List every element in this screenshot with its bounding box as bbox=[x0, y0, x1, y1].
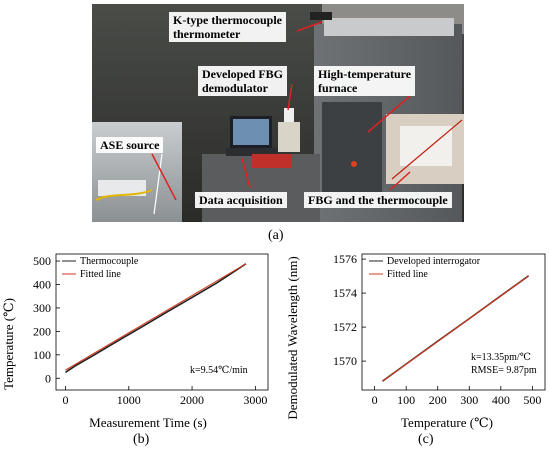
chart-c-xtick-label: 400 bbox=[492, 393, 510, 407]
label-thermometer-line2: thermometer bbox=[173, 27, 241, 41]
inset-crucible bbox=[400, 126, 452, 166]
chart-b-ytick-label: 100 bbox=[33, 348, 51, 362]
furnace-indicator bbox=[351, 161, 357, 167]
label-fbg-line1: FBG and the thermocouple bbox=[308, 193, 448, 207]
pointer-daq bbox=[241, 157, 251, 189]
chart-c-frame bbox=[361, 253, 546, 391]
thermometer-device bbox=[310, 12, 332, 20]
chart-b-ytick-label: 300 bbox=[33, 301, 51, 315]
chart-c-legend-interrogator: Developed interrogator bbox=[387, 256, 481, 267]
chart-c-annotation-rmse: RMSE= 9.87pm bbox=[471, 365, 537, 376]
label-daq-line1: Data acquisition bbox=[199, 193, 283, 207]
white-fiber bbox=[153, 153, 163, 215]
chart-b-temperature-vs-time: 0 1000 2000 3000 0 100 200 300 400 500 Thermocoup… bbox=[1, 253, 269, 430]
chart-c-xtick-label: 200 bbox=[429, 393, 447, 407]
laptop-display bbox=[233, 119, 269, 145]
chart-b-xtick-label: 0 bbox=[62, 393, 68, 407]
chart-c-xtick-label: 500 bbox=[523, 393, 541, 407]
label-fbg-thermocouple: FBG and the thermocouple bbox=[304, 192, 452, 208]
label-thermometer: K-type thermocouple thermometer bbox=[169, 12, 286, 42]
chart-b-legend-thermocouple: Thermocouple bbox=[80, 256, 139, 267]
chart-b-series-measured-line bbox=[65, 263, 247, 374]
label-demodulator: Developed FBG demodulator bbox=[198, 66, 287, 96]
chart-c-annotation-k: k=13.35pm/℃ bbox=[471, 352, 531, 363]
experimental-setup-photo: K-type thermocouple thermometer Develope… bbox=[92, 4, 464, 222]
inset-fiber bbox=[391, 119, 463, 180]
chart-c-ytick-label: 1576 bbox=[333, 252, 357, 266]
label-demodulator-line2: demodulator bbox=[202, 81, 268, 95]
chart-c-xtick-label: 0 bbox=[372, 393, 378, 407]
chart-b-ytick-label: 400 bbox=[33, 277, 51, 291]
chart-c-ytick-label: 1572 bbox=[333, 320, 357, 334]
panel-label-b: (b) bbox=[133, 432, 150, 447]
yellow-fiber bbox=[95, 189, 153, 201]
chart-b-series-fitted-line bbox=[65, 263, 247, 371]
furnace-door bbox=[322, 102, 382, 202]
pointer-demodulator bbox=[287, 83, 293, 111]
label-furnace: High-temperature furnace bbox=[314, 66, 416, 96]
chart-c-wavelength-vs-temperature: 0 100 200 300 400 500 1570 1572 1574 1576 Develop… bbox=[285, 252, 546, 430]
ase-panel bbox=[98, 180, 146, 196]
pointer-fbg bbox=[389, 171, 411, 191]
chart-b-frame bbox=[55, 253, 269, 391]
label-thermometer-line1: K-type thermocouple bbox=[173, 13, 282, 27]
chart-b-ytick-label: 0 bbox=[45, 371, 51, 385]
pointer-furnace bbox=[367, 95, 411, 133]
chart-b-legend-fitted: Fitted line bbox=[80, 269, 121, 280]
chart-b-annotation: k=9.54℃/min bbox=[190, 365, 248, 376]
chart-b-plot-area: 0 1000 2000 3000 0 100 200 300 400 500 bbox=[33, 253, 269, 407]
chart-b-xlabel: Measurement Time (s) bbox=[89, 415, 207, 430]
demodulator-top bbox=[284, 108, 294, 122]
label-ase-line1: ASE source bbox=[100, 138, 160, 152]
fbg-demodulator-box bbox=[278, 122, 300, 152]
chart-b-xtick-label: 2000 bbox=[180, 393, 204, 407]
chart-c-plot-area: 0 100 200 300 400 500 1570 1572 1574 1576 bbox=[333, 252, 546, 407]
laptop-base bbox=[226, 148, 278, 156]
label-ase-source: ASE source bbox=[96, 137, 164, 153]
chart-b-ylabel: Temperature (℃) bbox=[1, 298, 16, 390]
chart-b-ytick-label: 500 bbox=[33, 254, 51, 268]
label-furnace-line1: High-temperature bbox=[318, 67, 412, 81]
chart-c-ytick-label: 1570 bbox=[333, 354, 357, 368]
chart-c-series-fitted-line bbox=[382, 275, 529, 382]
chart-b-xtick-label: 3000 bbox=[243, 393, 267, 407]
chart-b-xtick-label: 1000 bbox=[117, 393, 141, 407]
chart-c-xlabel: Temperature (℃) bbox=[401, 415, 493, 430]
chart-c-ylabel: Demodulated Wavelength (nm) bbox=[285, 256, 300, 419]
chart-c-xtick-label: 100 bbox=[397, 393, 415, 407]
pointer-thermometer bbox=[296, 21, 323, 32]
furnace-top bbox=[324, 18, 454, 36]
chart-c-xtick-label: 300 bbox=[460, 393, 478, 407]
chart-c-legend: Developed interrogator Fitted line bbox=[369, 256, 481, 280]
chart-b-legend: Thermocouple Fitted line bbox=[62, 256, 139, 280]
chart-c-ytick-label: 1574 bbox=[333, 286, 357, 300]
chart-c-legend-fitted: Fitted line bbox=[387, 269, 428, 280]
chart-b-ytick-label: 200 bbox=[33, 324, 51, 338]
label-data-acquisition: Data acquisition bbox=[195, 192, 287, 208]
panel-label-c: (c) bbox=[418, 432, 434, 447]
label-demodulator-line1: Developed FBG bbox=[202, 67, 283, 81]
panel-label-a: (a) bbox=[268, 228, 284, 243]
red-cable-tray bbox=[252, 154, 292, 168]
label-furnace-line2: furnace bbox=[318, 81, 358, 95]
pointer-ase bbox=[151, 153, 177, 201]
